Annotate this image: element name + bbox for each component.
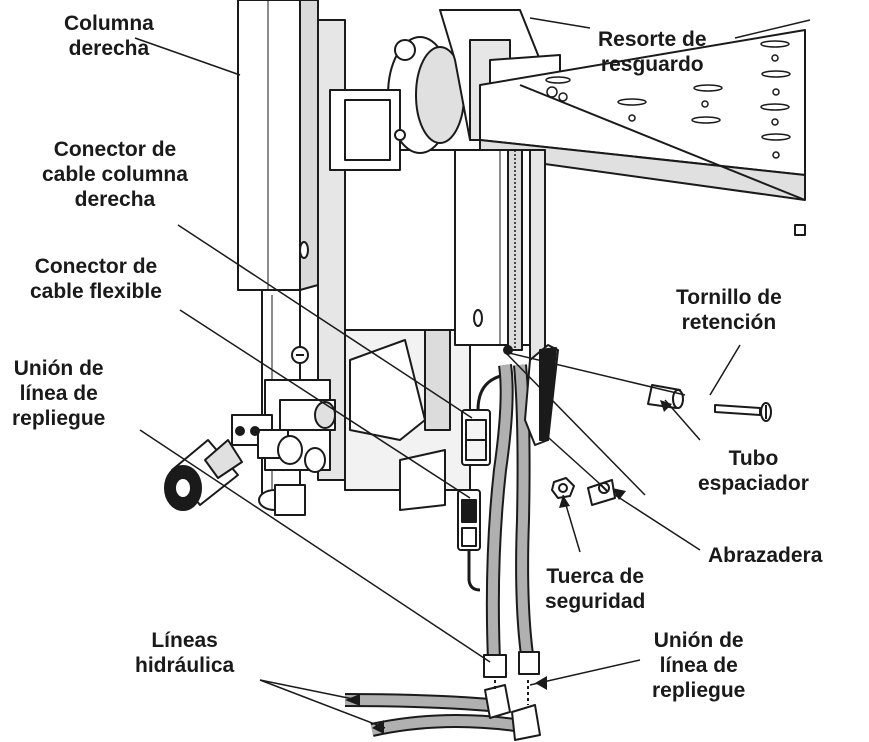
label-abrazadera: Abrazadera	[708, 544, 823, 567]
hydraulic-hoses-vertical	[483, 364, 540, 678]
column-cable-connector	[461, 373, 506, 466]
platform-frame	[479, 29, 806, 261]
right-column	[237, 0, 319, 501]
safety-nut	[551, 477, 575, 499]
spacer-tube	[647, 384, 684, 409]
lower-bracket	[349, 329, 451, 511]
quick-coupler	[164, 439, 243, 511]
lever-handle	[503, 344, 559, 446]
rack-column	[454, 149, 546, 421]
flexible-cable-connector	[457, 489, 481, 592]
retention-screw	[714, 402, 772, 422]
leader-lines	[134, 17, 811, 729]
left-valve-block	[164, 379, 336, 516]
clamp	[587, 479, 616, 506]
hydraulic-lines-bottom	[344, 680, 541, 741]
leader-arrowheads	[345, 400, 672, 734]
